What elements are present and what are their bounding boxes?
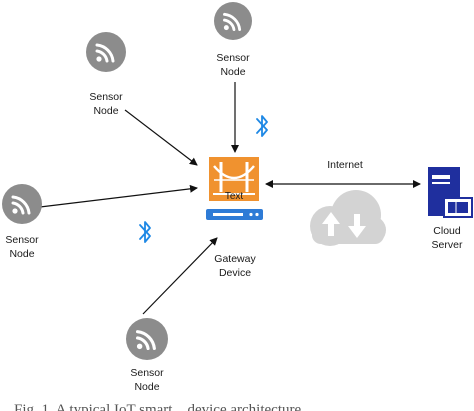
- gateway-device: Text Gateway Device: [206, 157, 263, 279]
- upload-download-arrows-icon: [322, 212, 366, 238]
- wifi-signal-icon: [126, 318, 168, 360]
- cloud-server-label-line1: Cloud: [433, 225, 461, 237]
- server-icon: [428, 167, 473, 218]
- sensor-node-left: Sensor Node: [2, 184, 42, 260]
- figure-caption: Fig. 1. A typical IoT smart... device ar…: [14, 402, 301, 411]
- sensor-node-top: Sensor Node: [214, 2, 252, 78]
- wifi-signal-icon: [86, 32, 126, 72]
- arrow-upper-left-sensor-to-gateway: [124, 109, 198, 166]
- gateway-rack-icon: [206, 209, 263, 220]
- gateway-box-text: Text: [225, 191, 244, 202]
- sensor-node-top-label-line1: Sensor: [216, 52, 250, 64]
- bluetooth-icon: [139, 221, 151, 243]
- sensor-node-upper-left-label-line2: Node: [93, 105, 118, 117]
- sensor-node-top-label-line2: Node: [220, 66, 245, 78]
- arrow-left-sensor-to-gateway: [39, 184, 198, 208]
- arrow-bottom-sensor-to-gateway: [142, 237, 218, 315]
- bluetooth-icon: [256, 115, 268, 137]
- wifi-signal-icon: [214, 2, 252, 40]
- sensor-node-upper-left-label-line1: Sensor: [89, 91, 123, 103]
- sensor-node-bottom: Sensor Node: [126, 318, 168, 393]
- internet-cloud-icon: [310, 190, 386, 246]
- gateway-label-line1: Gateway: [214, 253, 256, 265]
- sensor-node-left-label-line2: Node: [9, 248, 34, 260]
- sensor-node-upper-left: Sensor Node: [86, 32, 126, 117]
- gateway-bridge-icon: Text: [209, 157, 259, 202]
- cloud-server-label-line2: Server: [432, 239, 463, 251]
- wifi-signal-icon: [2, 184, 42, 224]
- cloud-server: Cloud Server: [428, 167, 473, 251]
- internet-label: Internet: [327, 159, 363, 171]
- gateway-label-line2: Device: [219, 267, 251, 279]
- sensor-node-bottom-label-line1: Sensor: [130, 367, 164, 379]
- sensor-node-left-label-line1: Sensor: [5, 234, 39, 246]
- sensor-node-bottom-label-line2: Node: [134, 381, 159, 393]
